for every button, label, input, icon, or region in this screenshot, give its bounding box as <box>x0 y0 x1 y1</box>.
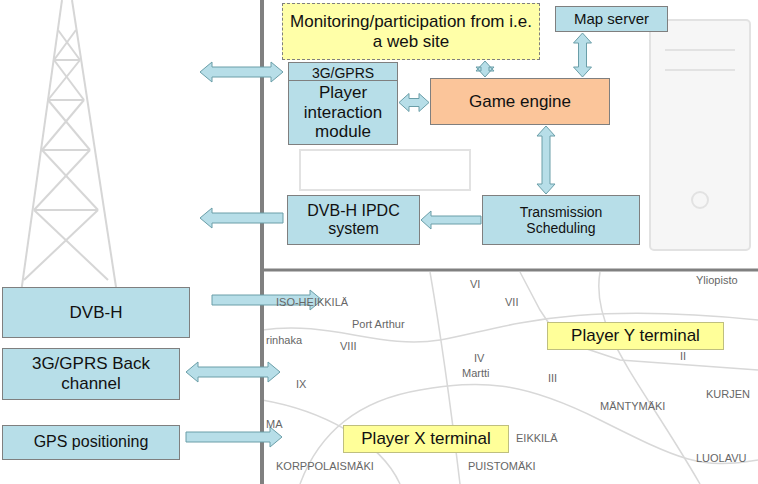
map-place-name: PUISTOMÄKI <box>468 460 536 472</box>
channel-box: GPS positioning <box>2 425 180 460</box>
map-place-name: MÄNTYMÄKI <box>600 400 665 412</box>
node-text: Monitoring/participation from i.e. a web… <box>287 12 535 51</box>
block-arrow <box>421 211 481 229</box>
node-text: Map server <box>574 10 649 27</box>
map-place-name: Port Arthur <box>352 318 405 330</box>
map-place-name: ISO-HEIKKILÄ <box>276 296 348 308</box>
node-text: GPS positioning <box>34 433 149 451</box>
block-arrow <box>399 94 429 112</box>
node-text: Transmission Scheduling <box>487 204 635 236</box>
link-arrow <box>186 427 282 447</box>
terminal-box: Player Y terminal <box>547 322 724 350</box>
link-arrow <box>200 208 283 228</box>
map-place-name: VII <box>505 296 518 308</box>
terminal-box: Player X terminal <box>343 425 509 453</box>
process-box: Player interaction module <box>288 80 398 145</box>
map-place-name: Yliopisto <box>696 274 738 286</box>
map-place-name: KORPPOLAISMÄKI <box>276 460 374 472</box>
map-place-name: LUOLAVU <box>696 452 747 464</box>
channel-box: DVB-H <box>2 287 190 338</box>
node-text: Player Y terminal <box>571 326 700 346</box>
process-box: DVB-H IPDC system <box>287 195 420 245</box>
map-place-name: MA <box>266 418 283 430</box>
map-place-name: VIII <box>340 340 357 352</box>
map-place-name: IV <box>474 352 484 364</box>
map-place-name: III <box>548 372 557 384</box>
tower-watermark <box>20 0 118 300</box>
divider-line <box>262 269 758 272</box>
block-arrow <box>574 33 592 77</box>
channel-box: 3G/GPRS Back channel <box>2 348 180 400</box>
map-place-name: II <box>680 350 686 362</box>
map-place-name: VI <box>470 278 480 290</box>
map-place-name: EIKKILÄ <box>516 432 558 444</box>
node-text: Game engine <box>469 92 571 112</box>
block-arrow <box>537 126 555 194</box>
engine-box: Game engine <box>430 78 610 125</box>
node-text: DVB-H IPDC system <box>292 202 415 239</box>
map-place-name: IX <box>296 378 306 390</box>
map-place-name: KURJEN <box>706 388 750 400</box>
process-box: Transmission Scheduling <box>482 195 640 245</box>
node-text: DVB-H <box>70 303 123 323</box>
map-place-name: Martti <box>462 367 490 379</box>
web-monitoring-box: Monitoring/participation from i.e. a web… <box>282 3 540 60</box>
map-watermark <box>262 272 758 484</box>
node-text: 3G/GPRS Back channel <box>7 354 175 393</box>
server-box: Map server <box>555 6 668 32</box>
node-text: Player X terminal <box>361 429 490 449</box>
link-arrow <box>186 362 280 382</box>
link-arrow <box>200 62 283 82</box>
map-place-name: rinhaka <box>266 334 302 346</box>
node-text: Player interaction module <box>293 83 393 142</box>
block-arrow <box>476 61 494 77</box>
